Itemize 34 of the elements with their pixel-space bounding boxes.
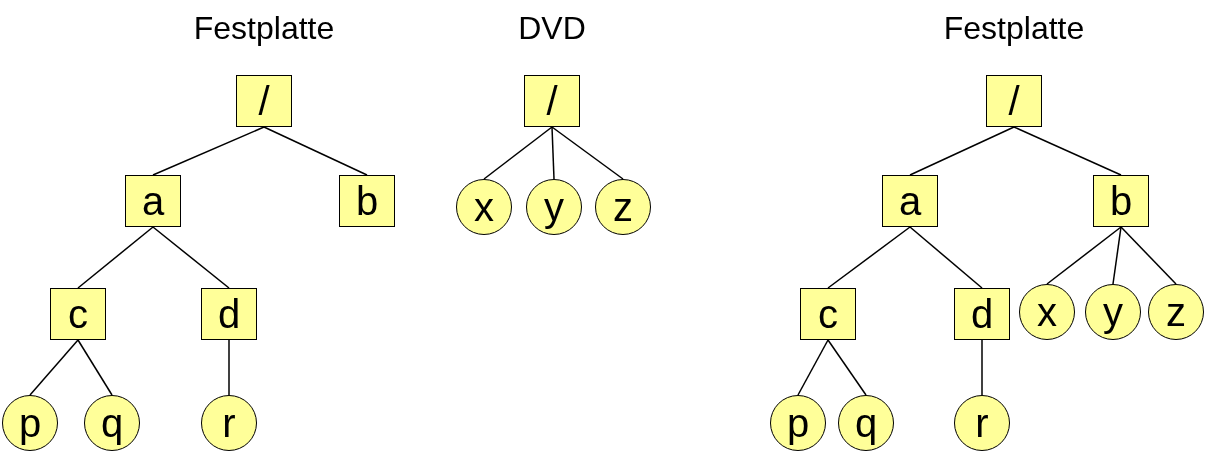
connector-line — [483, 126, 553, 180]
tree-title: Festplatte — [943, 12, 1085, 44]
tree-title: DVD — [518, 12, 586, 44]
directory-box: c — [50, 288, 106, 340]
connector-line — [1120, 226, 1177, 285]
directory-box: d — [954, 288, 1010, 340]
directory-box: / — [236, 75, 292, 127]
directory-box: a — [125, 175, 181, 227]
directory-box: c — [800, 288, 856, 340]
connector-line — [551, 126, 555, 180]
directory-box: a — [882, 175, 938, 227]
connector-line — [77, 226, 154, 289]
tree-title: Festplatte — [193, 12, 335, 44]
connector-line — [263, 126, 368, 176]
connector-line — [152, 226, 230, 289]
connector-line — [909, 126, 1015, 176]
connector-line — [827, 339, 867, 396]
directory-box: b — [1093, 175, 1149, 227]
connector-line — [551, 126, 624, 180]
connector-line — [827, 226, 911, 289]
directory-box: d — [201, 288, 257, 340]
connector-line — [909, 226, 983, 289]
connector-line — [152, 126, 265, 176]
directory-box: / — [524, 75, 580, 127]
connector-line — [1046, 226, 1122, 285]
connector-line — [797, 339, 829, 396]
connector-line — [981, 339, 983, 396]
connector-line — [1112, 226, 1122, 285]
directory-box: b — [339, 175, 395, 227]
connector-line — [77, 339, 113, 396]
directory-box: / — [986, 75, 1042, 127]
connector-line — [228, 339, 230, 396]
connector-line — [29, 339, 79, 396]
connector-line — [1013, 126, 1122, 176]
